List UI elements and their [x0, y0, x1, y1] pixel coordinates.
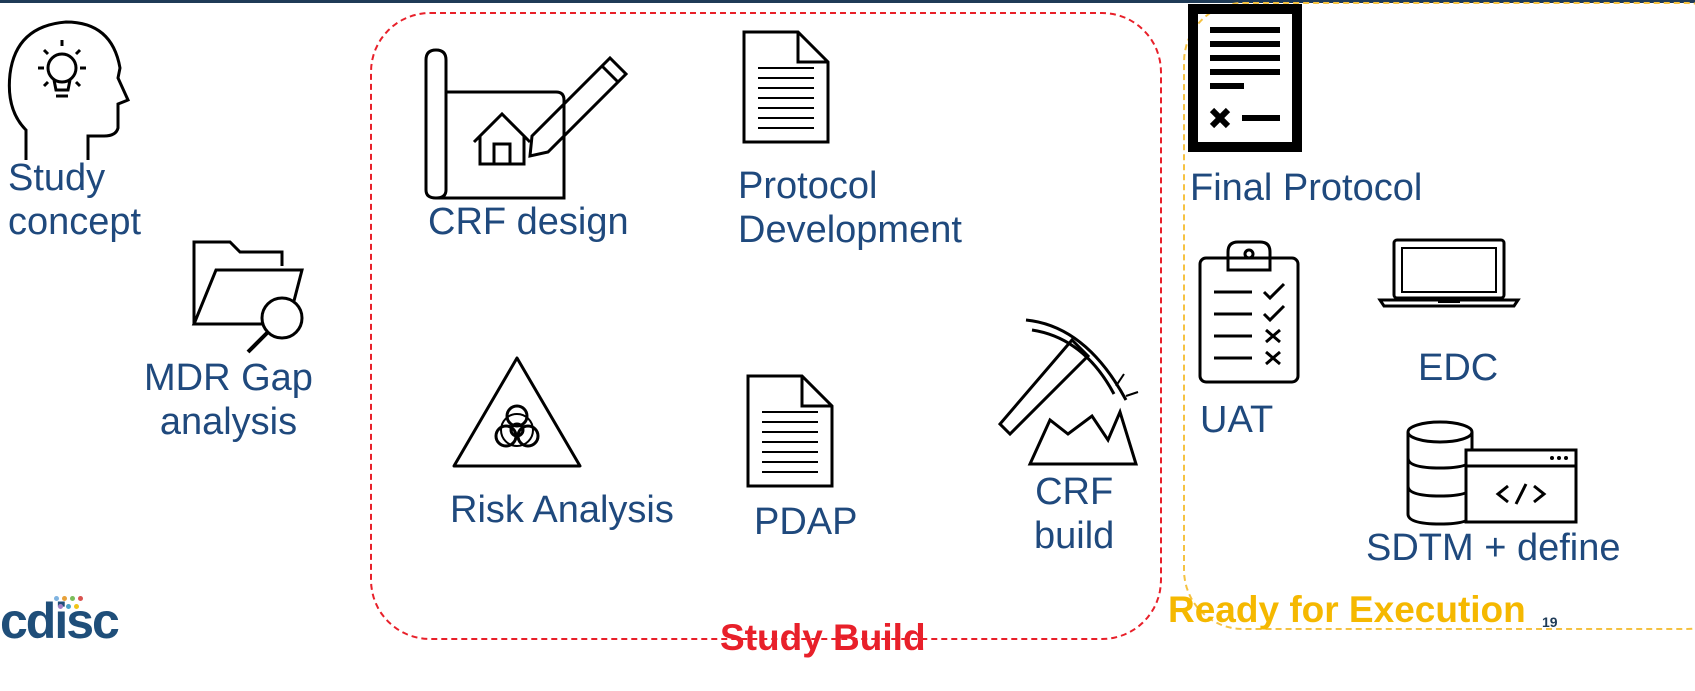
cdisc-logo: cdisc [0, 593, 120, 649]
study-build-box [370, 12, 1162, 640]
folder-search-icon [191, 240, 304, 354]
protocol-development-label: Protocol Development [738, 165, 962, 251]
logo-dot [54, 596, 59, 601]
pickaxe-icon [997, 318, 1139, 466]
study-concept-label: Study concept [8, 157, 142, 243]
crf-design-label: CRF design [428, 201, 629, 243]
mdr-gap-analysis-label: MDR Gap analysis [144, 357, 313, 443]
document-icon [742, 30, 830, 144]
clipboard-checklist-icon [1198, 240, 1300, 384]
ready-for-execution-box [1183, 2, 1695, 630]
logo-dot [78, 596, 83, 601]
database-code-icon [1406, 420, 1578, 526]
final-protocol-document-icon [1188, 4, 1302, 152]
top-rule [0, 0, 1695, 3]
blueprint-house-pencil-icon [424, 48, 629, 200]
biohazard-warning-icon [452, 356, 582, 468]
pdap-document-icon [746, 374, 834, 488]
logo-dot [70, 596, 75, 601]
logo-dot [74, 604, 79, 609]
study-build-title: Study Build [720, 617, 926, 658]
risk-analysis-label: Risk Analysis [450, 489, 674, 531]
logo-dot [66, 604, 71, 609]
logo-dot [58, 604, 63, 609]
crf-build-label: CRF build [1034, 471, 1115, 557]
sdtm-define-label: SDTM + define [1366, 527, 1621, 569]
page-number: 19 [1542, 614, 1558, 630]
logo-dot [62, 596, 67, 601]
edc-label: EDC [1418, 347, 1499, 389]
uat-label: UAT [1200, 399, 1274, 441]
head-lightbulb-icon [7, 20, 131, 160]
laptop-icon [1377, 238, 1521, 308]
final-protocol-label: Final Protocol [1190, 167, 1423, 209]
ready-for-execution-title: Ready for Execution [1168, 589, 1526, 630]
pdap-label: PDAP [754, 501, 858, 543]
